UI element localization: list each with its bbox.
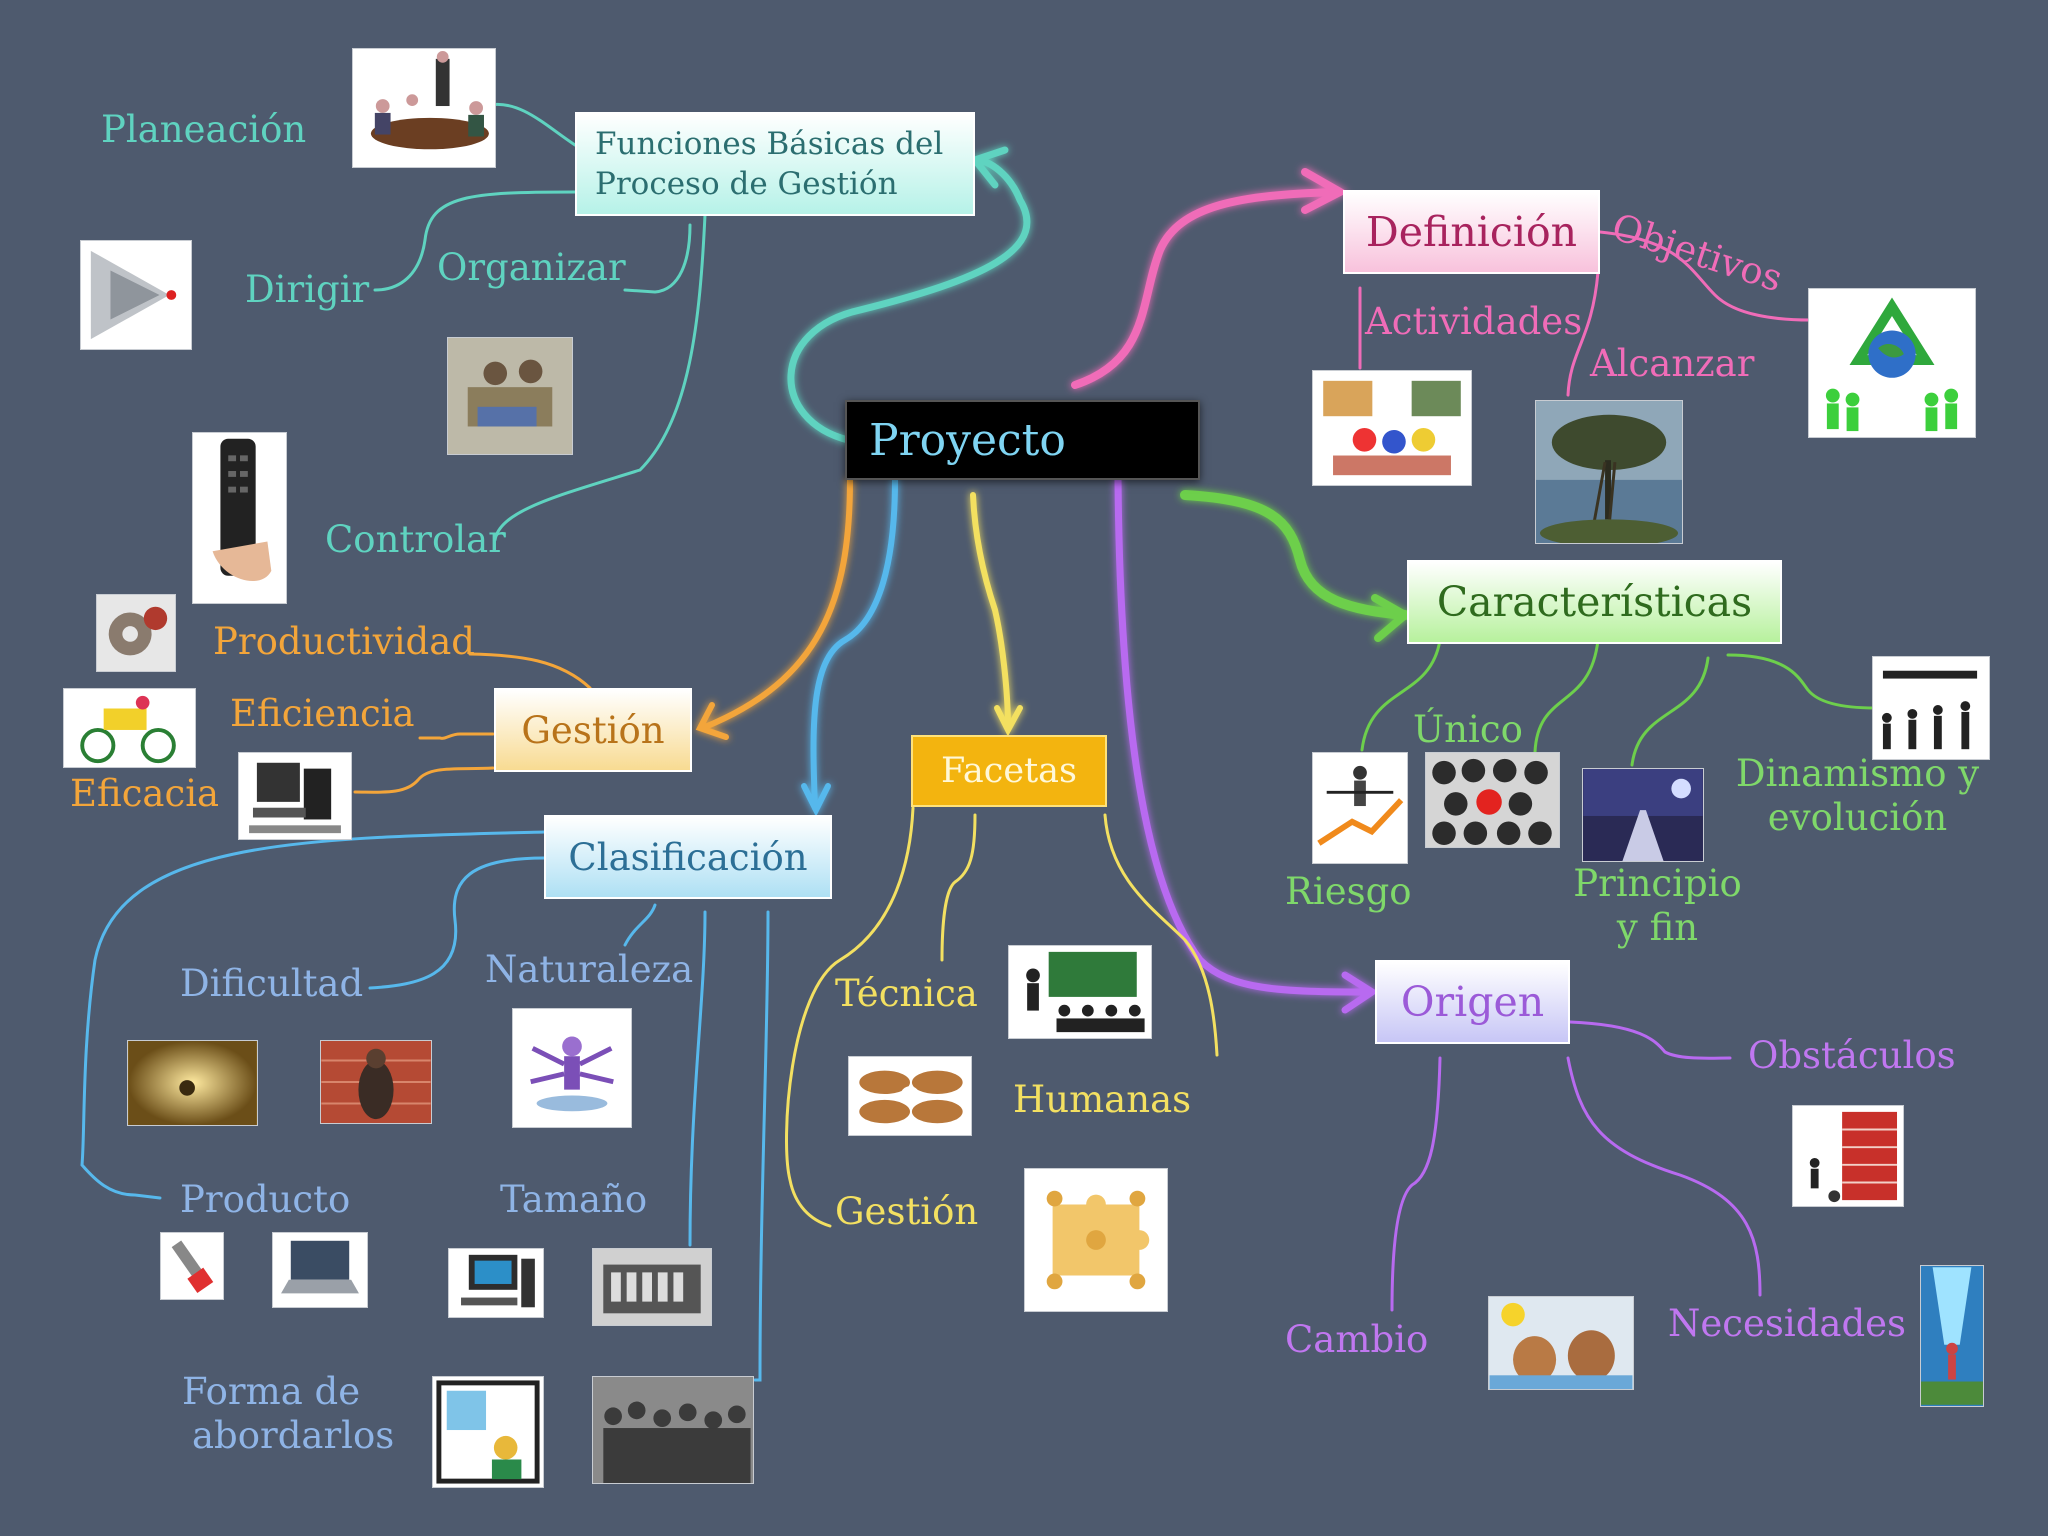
label-unico: Único xyxy=(1413,708,1523,751)
arrow-clasificacion xyxy=(801,783,831,817)
road-image xyxy=(1582,768,1704,862)
activities-image xyxy=(1312,370,1472,486)
label-forma-line2: abordarlos xyxy=(192,1414,395,1458)
pen-image xyxy=(160,1232,224,1300)
label-tecnica: Técnica xyxy=(835,972,978,1015)
node-gestion-label: Gestión xyxy=(521,708,665,752)
node-funciones[interactable]: Funciones Básicas del Proceso de Gestión xyxy=(575,112,975,216)
laptop-image xyxy=(272,1232,368,1308)
computer-image xyxy=(238,752,352,840)
arrow-origen xyxy=(1341,971,1379,1014)
organize-image xyxy=(447,337,573,455)
cartoon-window-image xyxy=(432,1376,544,1488)
node-proyecto-label: Proyecto xyxy=(869,414,1066,466)
label-productividad: Productividad xyxy=(213,620,475,663)
wall-climber-image xyxy=(320,1040,432,1124)
branch-funciones xyxy=(787,156,1031,444)
node-proyecto[interactable]: Proyecto xyxy=(845,400,1200,480)
brick-wall-image xyxy=(1792,1105,1904,1207)
puzzle-image xyxy=(1024,1168,1168,1312)
node-origen-label: Origen xyxy=(1400,978,1545,1026)
blackboard-image xyxy=(1008,945,1152,1039)
crowd-image xyxy=(592,1376,754,1484)
label-tamano: Tamaño xyxy=(500,1178,648,1221)
cyclist-image xyxy=(63,688,196,768)
hierarchy-image xyxy=(80,240,192,350)
cartoon-image xyxy=(1488,1296,1634,1390)
branch-gestion xyxy=(702,477,853,730)
node-gestion[interactable]: Gestión xyxy=(494,688,692,772)
label-riesgo: Riesgo xyxy=(1285,870,1412,913)
label-principio: Principio y fin xyxy=(1570,862,1745,951)
node-origen[interactable]: Origen xyxy=(1375,960,1570,1044)
golden-image xyxy=(127,1040,258,1126)
arrow-gestion xyxy=(695,702,729,740)
branch-clasificacion xyxy=(810,477,898,811)
label-obstaculos: Obstáculos xyxy=(1748,1034,1956,1077)
label-dificultad: Dificultad xyxy=(180,962,364,1005)
node-facetas-label: Facetas xyxy=(941,751,1077,791)
label-forma: Forma de abordarlos xyxy=(182,1370,394,1459)
node-clasificacion[interactable]: Clasificación xyxy=(544,815,832,899)
node-caracteristicas[interactable]: Características xyxy=(1407,560,1782,644)
label-naturaleza: Naturaleza xyxy=(485,948,694,991)
label-producto: Producto xyxy=(180,1178,351,1221)
tightrope-image xyxy=(1312,752,1408,864)
evolution-image xyxy=(1872,656,1990,760)
arrow-facetas xyxy=(994,705,1023,737)
label-principio-line1: Principio xyxy=(1573,862,1742,905)
node-clasificacion-label: Clasificación xyxy=(568,835,808,879)
recycle-globe-image xyxy=(1808,288,1976,438)
node-definicion[interactable]: Definición xyxy=(1343,190,1600,274)
label-organizar: Organizar xyxy=(437,246,626,289)
node-caracteristicas-label: Características xyxy=(1436,578,1753,626)
node-facetas[interactable]: Facetas xyxy=(911,735,1107,807)
label-humanas: Humanas xyxy=(1013,1078,1192,1121)
label-dinamismo: Dinamismo y evolución xyxy=(1730,752,1985,841)
label-eficiencia: Eficiencia xyxy=(230,692,415,735)
label-gestion-faceta: Gestión xyxy=(835,1190,979,1233)
label-forma-line1: Forma de xyxy=(182,1370,361,1413)
arrow-definicion xyxy=(1301,168,1349,214)
arrow-funciones xyxy=(969,146,1009,189)
label-dinamismo-line2: evolución xyxy=(1767,796,1948,840)
red-ball-image xyxy=(1425,752,1560,848)
machine-image xyxy=(592,1248,712,1326)
label-planeacion: Planeación xyxy=(101,108,307,151)
tree-ladder-image xyxy=(1535,400,1683,544)
light-figure-image xyxy=(1920,1265,1984,1407)
branch-origen xyxy=(1114,476,1374,996)
remote-control-image xyxy=(192,432,287,604)
multitask-image xyxy=(512,1008,632,1128)
desktop-image xyxy=(448,1248,544,1318)
branch-caracteristicas xyxy=(1180,490,1410,620)
hands-image xyxy=(848,1056,972,1136)
gears-image xyxy=(96,594,176,672)
node-definicion-label: Definición xyxy=(1365,208,1578,256)
label-dirigir: Dirigir xyxy=(245,268,370,311)
label-eficacia: Eficacia xyxy=(70,772,220,815)
meeting-image xyxy=(352,48,496,168)
label-actividades: Actividades xyxy=(1365,300,1583,343)
label-cambio: Cambio xyxy=(1285,1318,1429,1361)
branch-facetas xyxy=(970,492,1011,731)
branch-definicion xyxy=(1071,188,1339,389)
label-necesidades: Necesidades xyxy=(1668,1302,1907,1345)
label-controlar: Controlar xyxy=(325,518,506,561)
label-alcanzar: Alcanzar xyxy=(1590,342,1755,385)
node-funciones-label: Funciones Básicas del Proceso de Gestión xyxy=(595,125,944,202)
arrow-caracteristicas xyxy=(1371,594,1412,642)
label-principio-line2: y fin xyxy=(1616,906,1699,950)
